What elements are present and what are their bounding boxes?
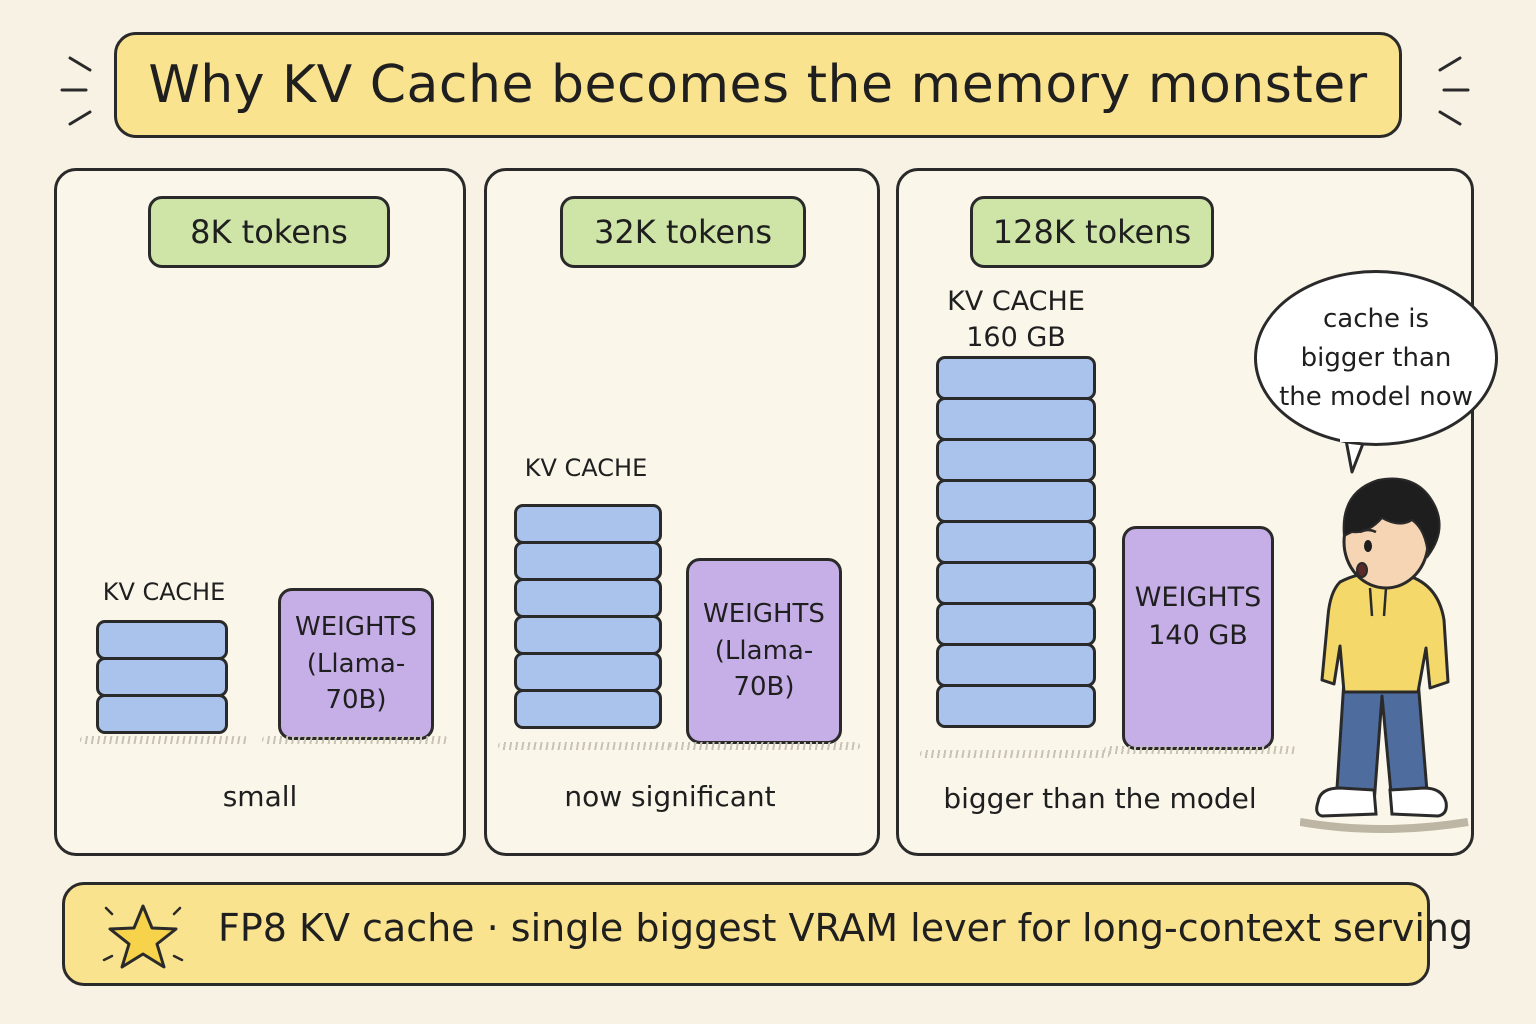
kv-cache-block: [936, 602, 1096, 646]
tokens-tag-128k: 128K tokens: [970, 196, 1214, 268]
tokens-tag-32k: 32K tokens: [560, 196, 806, 268]
shadow: [1104, 746, 1296, 754]
weights-block-8k: WEIGHTS (Llama-70B): [278, 588, 434, 740]
kv-cache-label-8k: KV CACHE: [102, 578, 226, 606]
title-emphasis-marks-right: [1438, 56, 1470, 126]
kv-cache-size: 160 GB: [966, 322, 1066, 354]
caption-32k: now significant: [564, 780, 776, 813]
weights-model: (Llama-70B): [714, 635, 814, 703]
weights-model: (Llama-70B): [306, 648, 406, 716]
kv-cache-block: [514, 541, 662, 581]
shadow: [80, 736, 248, 744]
kv-cache-block: [936, 643, 1096, 687]
kv-cache-block: [514, 504, 662, 544]
speech-line: the model now: [1279, 381, 1473, 412]
weights-size: 140 GB: [1148, 619, 1248, 651]
footer-banner: [62, 882, 1430, 986]
kv-cache-stack-8k: [96, 620, 228, 740]
weights-block-128k: WEIGHTS 140 GB: [1122, 526, 1274, 750]
kv-cache-block: [936, 438, 1096, 482]
speech-bubble: cache is bigger than the model now: [1254, 270, 1498, 446]
footer-text: FP8 KV cache · single biggest VRAM lever…: [218, 906, 1474, 950]
kv-cache-label: KV CACHE: [947, 286, 1085, 317]
character-illustration: [1300, 477, 1469, 833]
title-emphasis-marks-left: [60, 56, 92, 126]
page-title: Why KV Cache becomes the memory monster: [148, 55, 1368, 115]
weights-label: WEIGHTS: [703, 599, 825, 630]
speech-line: cache is: [1322, 303, 1430, 334]
shadow: [262, 736, 448, 744]
weights-label: WEIGHTS: [1134, 582, 1262, 613]
caption-128k: bigger than the model: [943, 782, 1257, 815]
tokens-tag-8k: 8K tokens: [148, 196, 390, 268]
weights-block-32k: WEIGHTS (Llama-70B): [686, 558, 842, 744]
kv-cache-stack-32k: [514, 504, 662, 744]
kv-cache-block: [514, 615, 662, 655]
kv-cache-label-128k: KV CACHE 160 GB: [936, 284, 1096, 357]
kv-cache-block: [936, 561, 1096, 605]
speech-bubble-tail-cover: [1340, 410, 1366, 442]
shadow: [670, 742, 860, 750]
kv-cache-stack-128k: [936, 356, 1096, 752]
kv-cache-block: [936, 356, 1096, 400]
shadow: [498, 742, 674, 750]
kv-cache-block: [96, 657, 228, 697]
title-banner: Why KV Cache becomes the memory monster: [114, 32, 1402, 138]
star-icon: [102, 904, 184, 969]
kv-cache-block: [936, 479, 1096, 523]
kv-cache-block: [936, 520, 1096, 564]
shadow: [920, 750, 1110, 758]
kv-cache-block: [96, 694, 228, 734]
caption-8k: small: [222, 780, 298, 813]
kv-cache-block: [514, 652, 662, 692]
kv-cache-block: [936, 684, 1096, 728]
kv-cache-block: [936, 397, 1096, 441]
kv-cache-block: [514, 689, 662, 729]
weights-label: WEIGHTS: [295, 612, 417, 643]
kv-cache-block: [96, 620, 228, 660]
panel-8k: [54, 168, 466, 856]
kv-cache-label-32k: KV CACHE: [524, 454, 648, 482]
kv-cache-block: [514, 578, 662, 618]
speech-line: bigger than: [1300, 342, 1452, 373]
